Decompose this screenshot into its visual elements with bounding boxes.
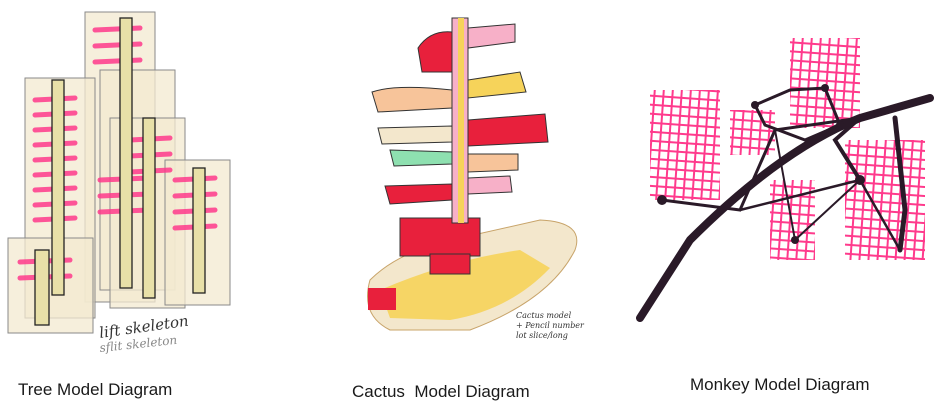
monkey-model-panel: Monkey Model Diagram (630, 0, 946, 408)
cactus-model-panel: Cactus model + Pencil number lot slice/l… (330, 0, 620, 408)
svg-text:+ Pencil number: + Pencil number (516, 321, 585, 330)
tree-model-sketch: lift skeleton sflit skeleton (0, 0, 300, 360)
monkey-model-sketch (630, 0, 946, 360)
svg-text:Cactus model: Cactus model (516, 311, 572, 320)
tree-model-caption: Tree Model Diagram (18, 380, 172, 400)
monkey-model-caption: Monkey Model Diagram (690, 375, 870, 395)
svg-text:lot slice/long: lot slice/long (516, 331, 568, 340)
tree-sketch-note: lift skeleton sflit skeleton (98, 312, 190, 355)
cactus-model-sketch: Cactus model + Pencil number lot slice/l… (330, 0, 620, 360)
tree-model-panel: lift skeleton sflit skeleton Tree Model … (0, 0, 300, 408)
cactus-model-caption: Cactus Model Diagram (352, 382, 530, 402)
cactus-sketch-note: Cactus model + Pencil number lot slice/l… (516, 311, 585, 340)
